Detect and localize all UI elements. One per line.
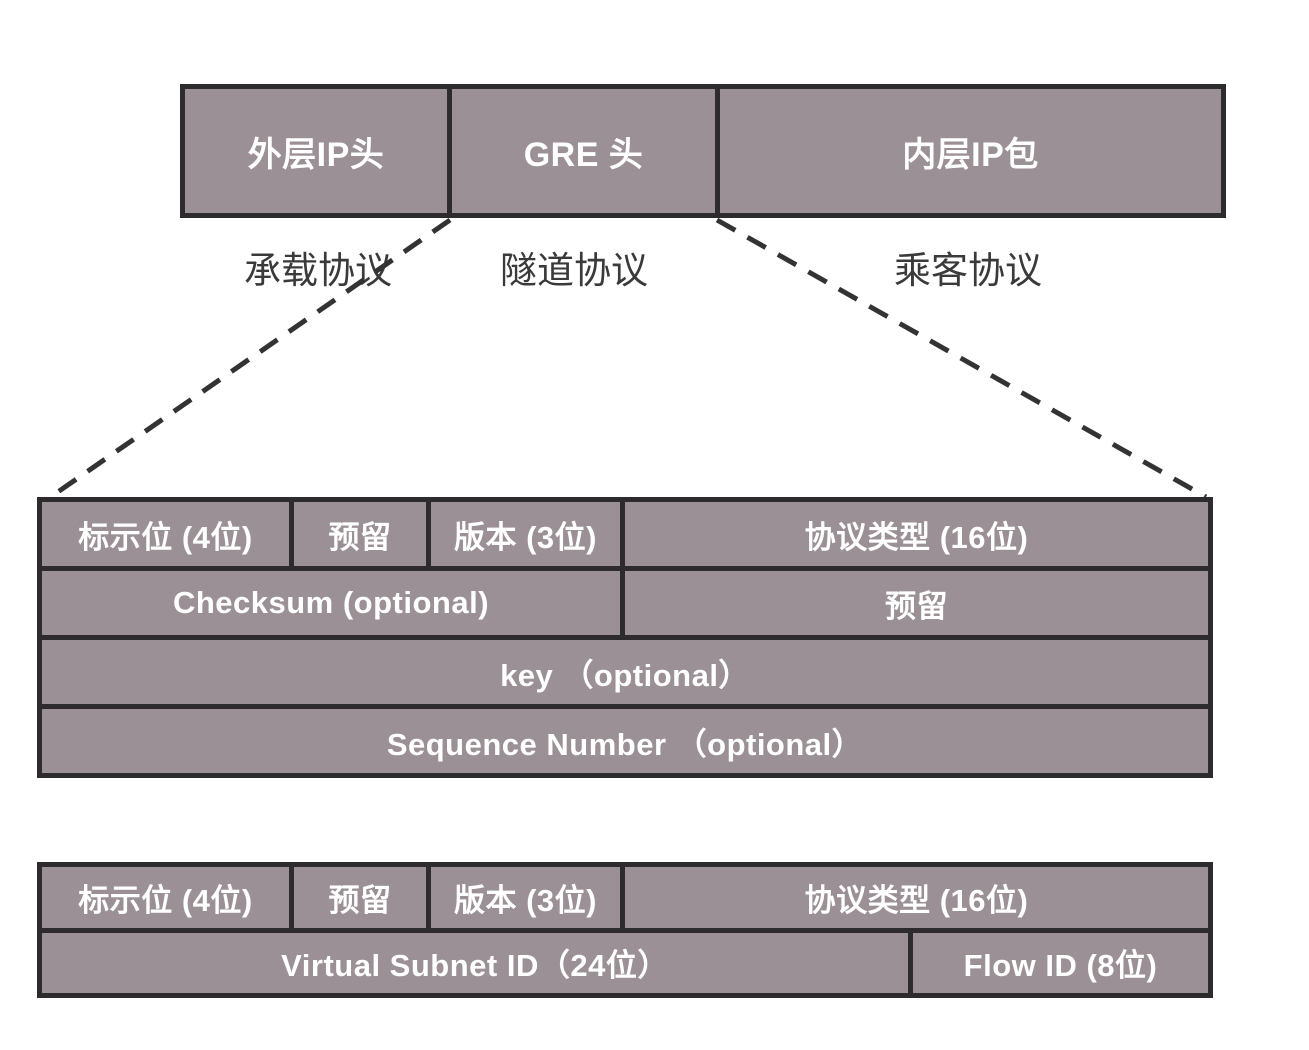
gre-header-detail-table: 标示位 (4位) 预留 版本 (3位) 协议类型 (16位) Checksum …	[37, 497, 1213, 778]
gre-header-row-1: 标示位 (4位) 预留 版本 (3位) 协议类型 (16位)	[42, 502, 1208, 566]
gre-checksum-cell: Checksum (optional)	[42, 571, 620, 635]
gre-header-cell: GRE 头	[452, 89, 715, 213]
outer-ip-header-cell: 外层IP头	[185, 89, 447, 213]
inner-ip-packet-cell: 内层IP包	[720, 89, 1221, 213]
packet-structure-cells: 外层IP头 GRE 头 内层IP包	[185, 89, 1221, 213]
gre-key-cell: key （optional）	[42, 640, 1208, 704]
nvgre-header-row-1: 标示位 (4位) 预留 版本 (3位) 协议类型 (16位)	[42, 867, 1208, 928]
gre-reserved-cell: 预留	[294, 502, 426, 566]
carrier-protocol-label: 承载协议	[244, 250, 392, 291]
nvgre-version-cell: 版本 (3位)	[431, 867, 620, 928]
nvgre-flags-cell: 标示位 (4位)	[42, 867, 289, 928]
gre-header-row-4: Sequence Number （optional）	[42, 709, 1208, 773]
gre-reserved2-cell: 预留	[625, 571, 1208, 635]
gre-header-row-3: key （optional）	[42, 640, 1208, 704]
nvgre-flow-id-cell: Flow ID (8位)	[913, 932, 1208, 993]
nvgre-protocol-type-cell: 协议类型 (16位)	[625, 867, 1208, 928]
nvgre-header-row-2: Virtual Subnet ID（24位） Flow ID (8位)	[42, 932, 1208, 993]
nvgre-virtual-subnet-id-cell: Virtual Subnet ID（24位）	[42, 932, 908, 993]
gre-header-row-2: Checksum (optional) 预留	[42, 571, 1208, 635]
gre-protocol-type-cell: 协议类型 (16位)	[625, 502, 1208, 566]
packet-structure-row: 外层IP头 GRE 头 内层IP包	[180, 84, 1226, 218]
tunnel-protocol-label: 隧道协议	[500, 250, 648, 291]
nvgre-reserved-cell: 预留	[294, 867, 426, 928]
nvgre-header-detail-table: 标示位 (4位) 预留 版本 (3位) 协议类型 (16位) Virtual S…	[37, 862, 1213, 998]
gre-flags-cell: 标示位 (4位)	[42, 502, 289, 566]
passenger-protocol-label: 乘客协议	[894, 250, 1042, 291]
gre-sequence-number-cell: Sequence Number （optional）	[42, 709, 1208, 773]
gre-version-cell: 版本 (3位)	[431, 502, 620, 566]
